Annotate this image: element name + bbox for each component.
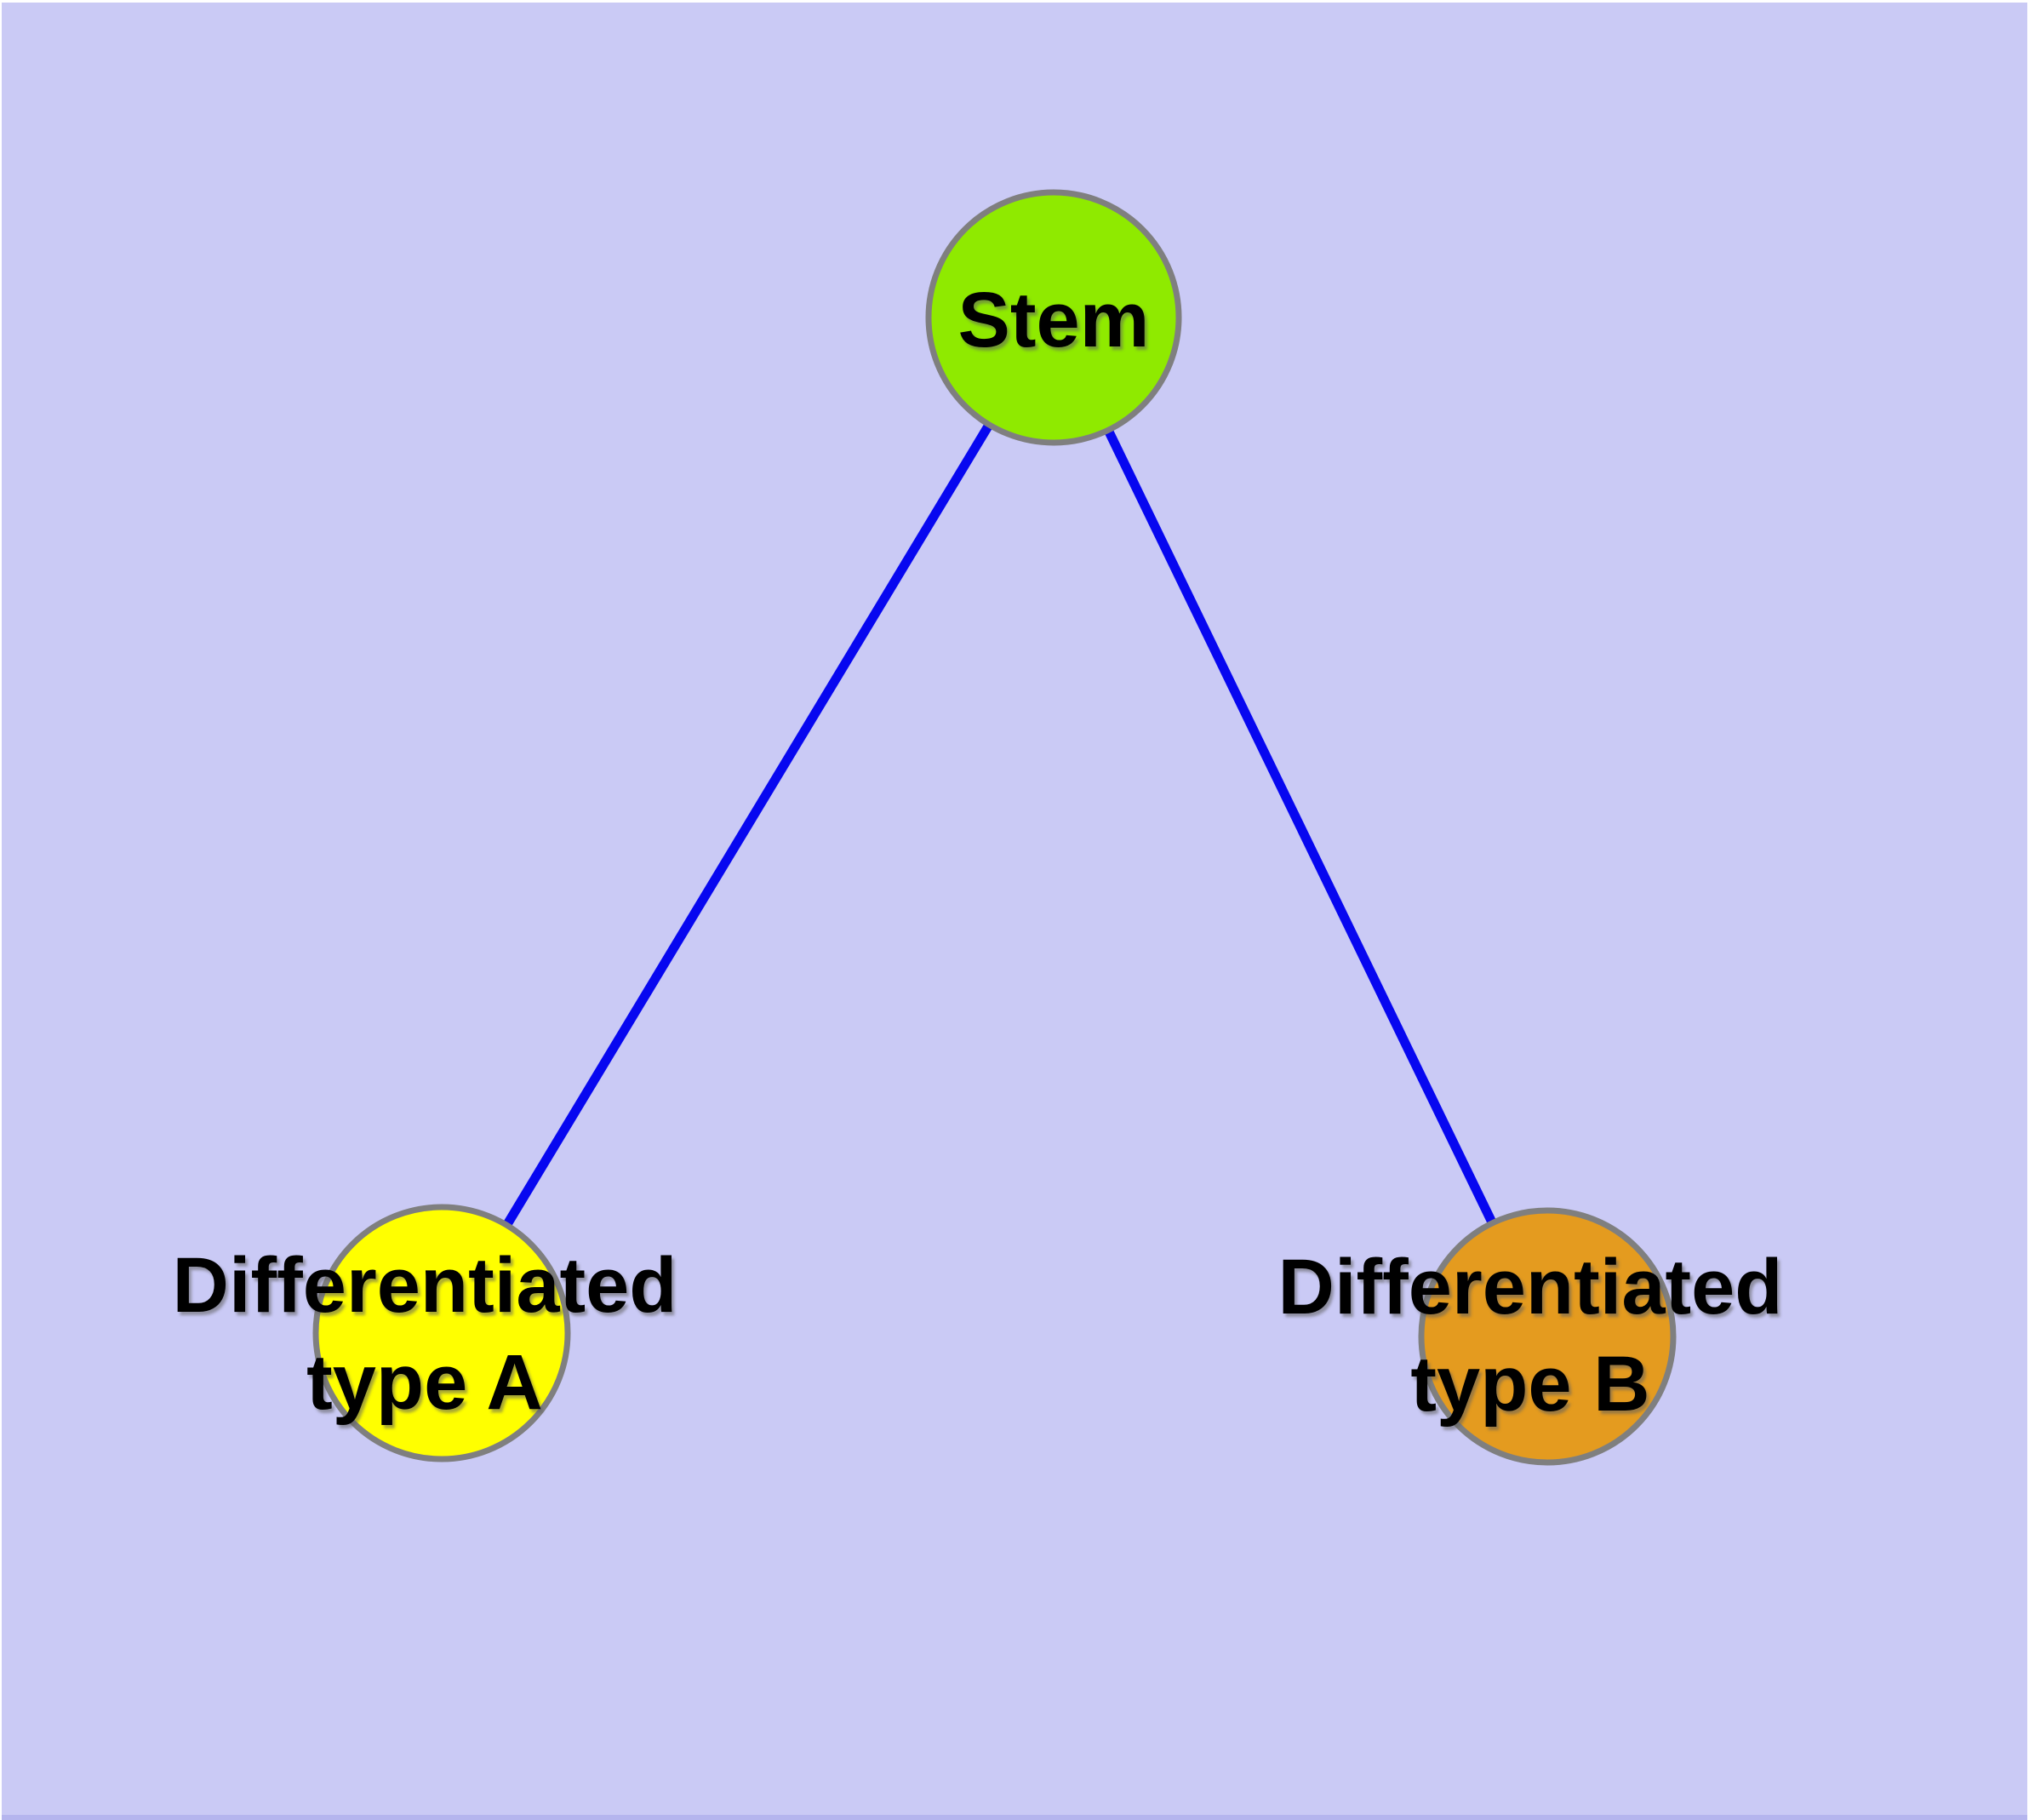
edge-stem-to-type-b[interactable] [1049, 315, 1552, 1339]
type-a-node[interactable] [312, 1204, 571, 1462]
stem-node[interactable] [925, 189, 1182, 446]
edge-stem-to-type-a[interactable] [437, 315, 1058, 1336]
type-b-node[interactable] [1418, 1207, 1677, 1466]
graph-canvas: Stem Differentiated type A Differentiate… [2, 3, 2027, 1820]
